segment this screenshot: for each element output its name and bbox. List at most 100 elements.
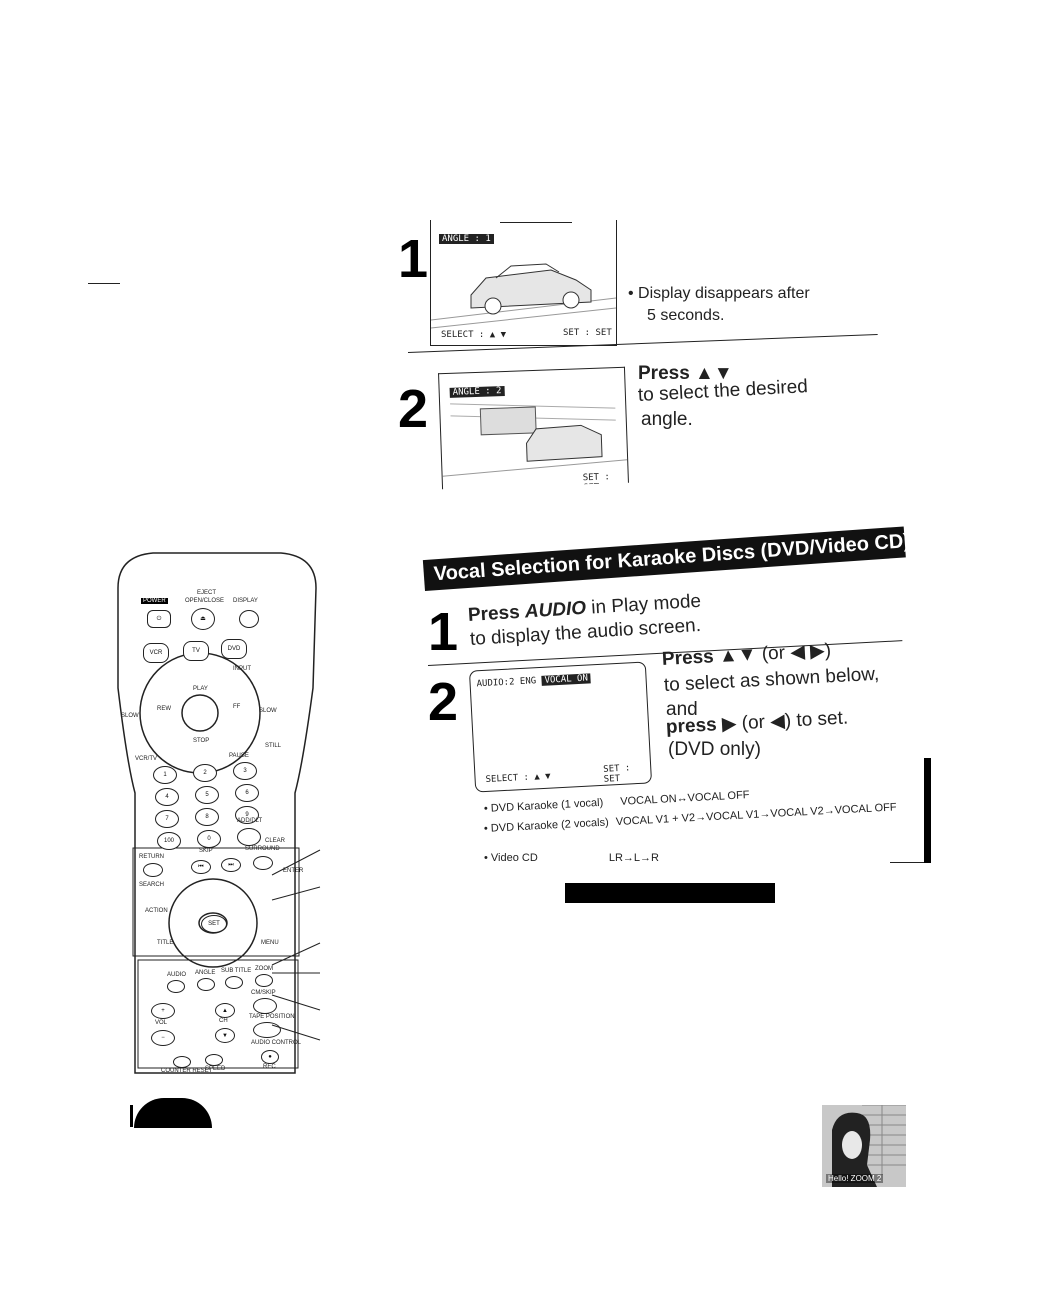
angle-step1-screen: ANGLE : 1 SELECT : ▲ ▼ SET : SET xyxy=(430,220,617,346)
vocal-section-title: Vocal Selection for Karaoke Discs (DVD/V… xyxy=(422,526,911,591)
key-1-button[interactable]: 1 xyxy=(153,766,177,784)
vocal-step2-number: 2 xyxy=(428,672,459,732)
page-edge-bar xyxy=(924,758,931,863)
rew-label: REW xyxy=(157,706,171,712)
ch-up-button[interactable]: ▲ xyxy=(215,1003,235,1018)
vocal-step2-audio-text: AUDIO:2 ENG VOCAL ON xyxy=(476,673,592,689)
menu-label: MENU xyxy=(261,940,279,946)
key-4-button[interactable]: 4 xyxy=(155,788,179,806)
skip-back-button[interactable]: ⏮ xyxy=(191,860,211,874)
angle-step1-set: SET : SET xyxy=(563,328,612,338)
vocal-step2-line3: and xyxy=(666,699,698,720)
vocal-step2-badge: VOCAL ON xyxy=(541,673,592,686)
car-illustration xyxy=(431,263,616,329)
speed-button[interactable] xyxy=(205,1054,223,1066)
angle-label: ANGLE xyxy=(195,970,216,976)
ch-down-button[interactable]: ▼ xyxy=(215,1028,235,1043)
remote-control: POWER EJECT OPEN/CLOSE DISPLAY ⏻ ⏏ VCR T… xyxy=(113,548,321,1078)
slow-left-label: SLOW xyxy=(121,713,139,719)
angle-step2-line2: angle. xyxy=(641,409,693,430)
display-button[interactable] xyxy=(239,610,259,628)
page-edge-rule xyxy=(890,862,924,863)
angle-step2-number: 2 xyxy=(398,379,429,439)
surround-button[interactable] xyxy=(253,856,273,870)
vocal-step2-set: SET : SET xyxy=(603,763,631,785)
input-label: INPUT xyxy=(233,666,251,672)
eject-button[interactable]: ⏏ xyxy=(191,608,215,630)
angle-step1-note: • Display disappears after xyxy=(628,285,810,302)
vocal-step1-press: Press xyxy=(467,601,521,626)
skip-forward-button[interactable]: ⏭ xyxy=(221,858,241,872)
set-button[interactable]: SET xyxy=(201,915,227,933)
counter-reset-label: COUNTER RESET xyxy=(161,1068,213,1074)
open-close-label: OPEN/CLOSE xyxy=(185,598,225,604)
margin-rule xyxy=(88,283,120,284)
vocal-step1-number: 1 xyxy=(428,602,459,662)
vol-up-button[interactable]: + xyxy=(151,1003,175,1019)
vol-label: VOL xyxy=(155,1020,168,1026)
cm-skip-label: CM/SKIP xyxy=(251,990,276,996)
key-100-button[interactable]: 100 xyxy=(157,832,181,850)
rec-button[interactable]: ● xyxy=(261,1050,279,1064)
audio-label: AUDIO xyxy=(167,972,187,978)
option-row: • Video CD LR→L→R xyxy=(484,852,659,864)
ff-label: FF xyxy=(233,704,241,710)
angle-step1-select: SELECT : ▲ ▼ xyxy=(441,330,507,340)
callout-lines xyxy=(271,849,321,1041)
enter-label: ENTER xyxy=(283,868,304,874)
zoom-caption: Hello! ZOOM 2 xyxy=(826,1174,884,1183)
angle-step1-note2: 5 seconds. xyxy=(647,307,725,324)
tape-position-label: TAPE POSITION xyxy=(249,1014,295,1020)
add-dlt-button[interactable] xyxy=(237,828,261,846)
car-rear-illustration xyxy=(442,403,628,477)
vcr-button[interactable]: VCR xyxy=(143,643,169,663)
zoom-button[interactable] xyxy=(255,974,273,987)
sub-title-button[interactable] xyxy=(225,976,243,989)
zoom-thumbnail: Hello! ZOOM 2 xyxy=(822,1105,906,1187)
angle-step2-set: SET : SET xyxy=(582,472,611,490)
still-label: STILL xyxy=(265,743,282,749)
key-3-button[interactable]: 3 xyxy=(233,762,257,780)
key-2-button[interactable]: 2 xyxy=(193,764,217,782)
audio-control-label: AUDIO CONTROL xyxy=(251,1040,302,1046)
surround-label: SURROUND xyxy=(245,846,280,852)
vocal-step2-screen: AUDIO:2 ENG VOCAL ON SELECT : ▲ ▼ SET : … xyxy=(468,661,653,793)
audio-button[interactable] xyxy=(167,980,185,993)
cm-skip-button[interactable] xyxy=(253,998,277,1014)
section-header-bar xyxy=(565,883,775,903)
angle-step1-top-rule xyxy=(500,222,572,223)
action-label: ACTION xyxy=(145,908,168,914)
eject-label: EJECT xyxy=(197,590,217,596)
title-label: TITLE xyxy=(157,940,174,946)
angle-step1-badge: ANGLE : 1 xyxy=(439,234,494,244)
key-0-button[interactable]: 0 xyxy=(197,830,221,848)
play-label: PLAY xyxy=(193,686,208,692)
key-5-button[interactable]: 5 xyxy=(195,786,219,804)
key-7-button[interactable]: 7 xyxy=(155,810,179,828)
search-label: SEARCH xyxy=(139,882,165,888)
skip-label: SKIP xyxy=(199,848,213,854)
pause-label: PAUSE xyxy=(229,753,249,759)
tv-button[interactable]: TV xyxy=(183,641,209,661)
key-9-button[interactable]: 9 xyxy=(235,806,259,824)
sub-title-label: SUB TITLE xyxy=(221,968,252,974)
key-6-button[interactable]: 6 xyxy=(235,784,259,802)
return-button[interactable] xyxy=(143,863,163,877)
display-label: DISPLAY xyxy=(233,598,258,604)
zoom-label: ZOOM xyxy=(255,966,273,972)
counter-reset-button[interactable] xyxy=(173,1056,191,1068)
return-label: RETURN xyxy=(139,854,164,860)
key-8-button[interactable]: 8 xyxy=(195,808,219,826)
stop-label: STOP xyxy=(193,738,210,744)
angle-step2-heading: Press ▲▼ xyxy=(638,363,733,384)
vcr-tv-label: VCR/TV xyxy=(135,756,158,762)
vol-down-button[interactable]: − xyxy=(151,1030,175,1046)
angle-button[interactable] xyxy=(197,978,215,991)
dvd-button[interactable]: DVD xyxy=(221,639,247,659)
power-label: POWER xyxy=(141,598,168,604)
vocal-step2-select: SELECT : ▲ ▼ xyxy=(485,771,551,785)
note-tab-edge xyxy=(130,1105,133,1127)
note-tab xyxy=(134,1098,212,1128)
angle-step2-screen: ANGLE : 2 SET : SET xyxy=(438,366,629,490)
power-button[interactable]: ⏻ xyxy=(147,610,171,628)
